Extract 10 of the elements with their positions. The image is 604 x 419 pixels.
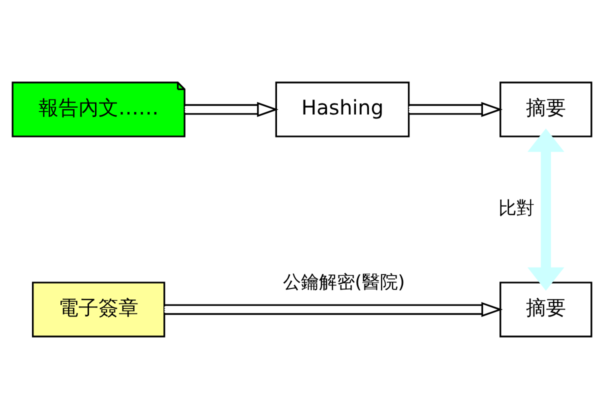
- arrow: [184, 102, 278, 117]
- edge-label: 比對: [498, 198, 535, 219]
- node-box: Hashing: [275, 82, 410, 138]
- arrow: [164, 302, 503, 318]
- node-box: 摘要: [500, 82, 592, 138]
- arrow: [528, 128, 564, 291]
- node-box: 電子簽章: [32, 282, 166, 338]
- edge-label: 公鑰解密(醫院): [282, 272, 405, 293]
- node-box: 摘要: [500, 282, 592, 338]
- arrow: [408, 102, 503, 117]
